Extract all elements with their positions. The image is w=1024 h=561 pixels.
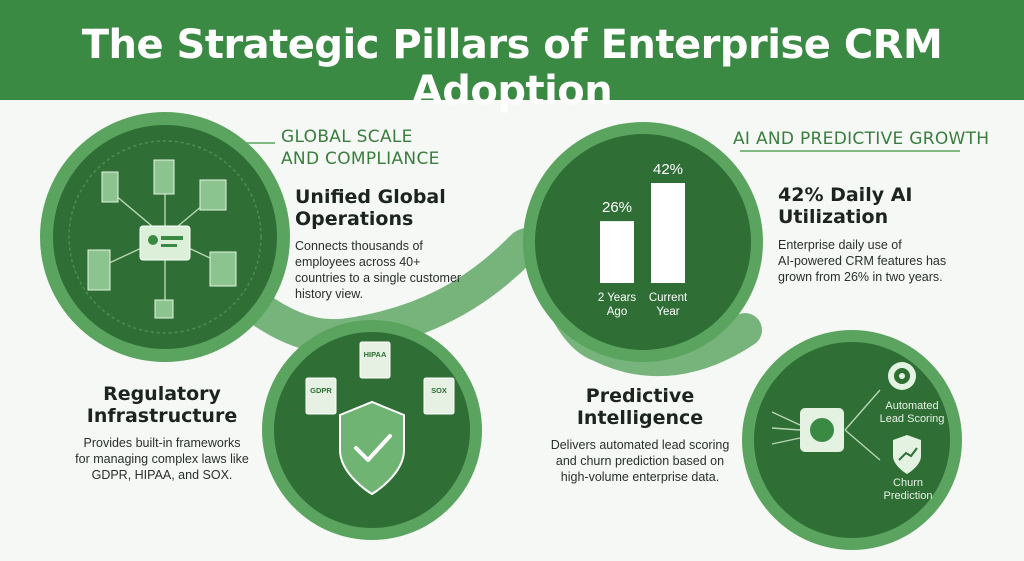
brain-chip-icon — [800, 408, 844, 452]
predictive-circle — [742, 330, 962, 550]
page-title: The Strategic Pillars of Enterprise CRM … — [81, 22, 943, 114]
ai-utilization-heading: 42% Daily AI Utilization — [778, 184, 913, 228]
building-icon — [87, 159, 237, 319]
global-operations-circle — [40, 112, 290, 362]
churn-prediction-label: Churn Prediction — [883, 477, 933, 502]
regulatory-block: Regulatory Infrastructure Provides built… — [62, 383, 262, 483]
predictive-block: Predictive Intelligence Delivers automat… — [535, 385, 745, 485]
shield-check-icon — [339, 400, 405, 496]
bar-2 — [651, 183, 685, 283]
document-icon — [305, 341, 455, 415]
infographic-art — [40, 112, 962, 550]
regulatory-circle — [262, 320, 482, 540]
lead-scoring-label: Automated Lead Scoring — [879, 400, 945, 425]
ai-utilization-body: Enterprise daily use of AI-powered CRM f… — [778, 238, 947, 284]
bar-1 — [600, 221, 634, 283]
predictive-heading: Predictive Intelligence — [576, 385, 704, 429]
regulatory-heading: Regulatory Infrastructure — [86, 383, 238, 427]
title-banner: The Strategic Pillars of Enterprise CRM … — [0, 0, 1024, 114]
bar-chart — [600, 183, 685, 283]
predictive-body: Delivers automated lead scoring and chur… — [550, 438, 730, 484]
section-title-ai: AI AND PREDICTIVE GROWTH — [733, 129, 990, 149]
doc-label-gdpr: GDPR — [310, 386, 332, 395]
regulatory-body: Provides built-in frameworks for managin… — [75, 436, 249, 482]
shield-trend-icon — [893, 435, 921, 474]
global-operations-body: Connects thousands of employees across 4… — [295, 239, 462, 301]
global-operations-heading: Unified Global Operations — [295, 186, 446, 230]
bar-value-label: 42% — [652, 161, 684, 179]
doc-label-hipaa: HIPAA — [363, 350, 387, 359]
ai-utilization-block: 42% Daily AI Utilization Enterprise dail… — [778, 184, 978, 285]
bar-value-label: 26% — [601, 199, 633, 217]
ai-utilization-circle — [523, 122, 763, 362]
section-title-global: GLOBAL SCALE AND COMPLIANCE — [281, 127, 440, 169]
doc-label-sox: SOX — [431, 386, 447, 395]
target-icon — [888, 362, 916, 390]
global-operations-block: Unified Global Operations Connects thous… — [295, 186, 485, 302]
dashboard-screen-icon — [139, 225, 191, 261]
